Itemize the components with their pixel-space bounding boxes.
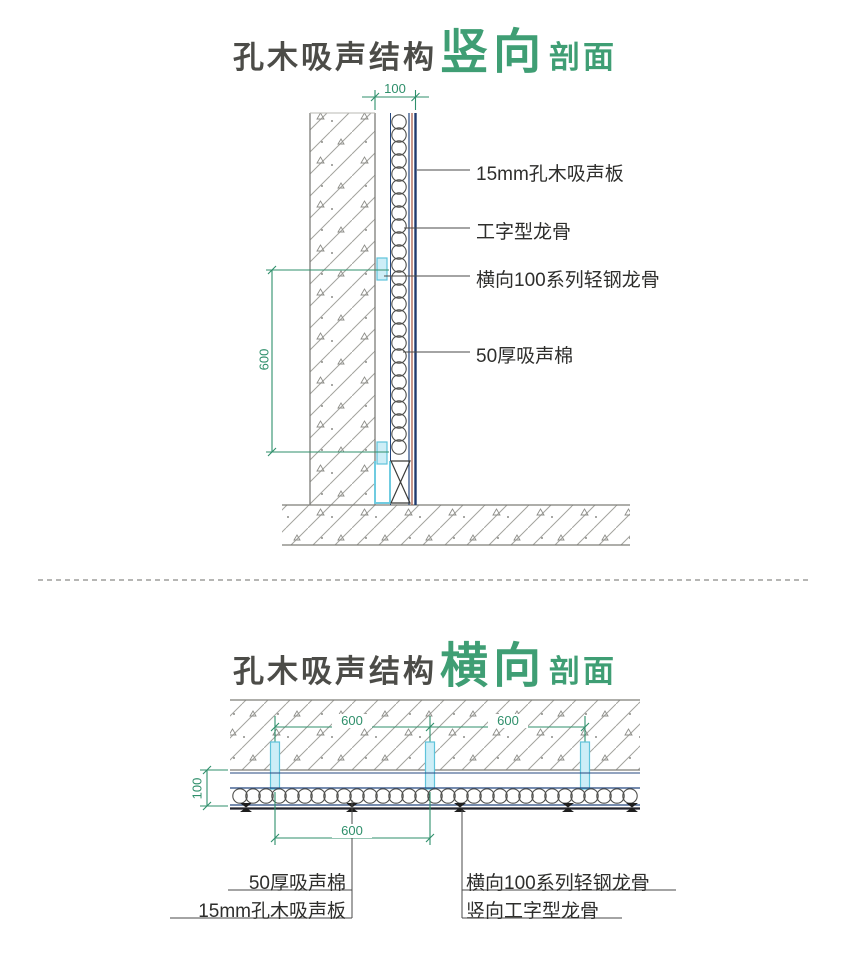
acoustic-cotton-coil-vertical [391, 114, 407, 455]
steel-keel-upper [376, 257, 388, 281]
dim-left-600 [266, 265, 389, 457]
horizontal-section-title: 孔木吸声结构 横向 剖面 [0, 626, 850, 696]
callout-leaders-horizontal [170, 800, 676, 919]
callout-acoustic-panel: 15mm孔木吸声板 [476, 164, 624, 185]
vertical-section-title: 孔木吸声结构 竖向 剖面 [0, 12, 850, 82]
title-suffix: 剖面 [549, 40, 617, 75]
dim-text-span-left-600: 600 [332, 714, 372, 728]
title-suffix: 剖面 [549, 654, 617, 689]
wall-hatch [310, 113, 375, 505]
dim-text-bottom-600: 600 [332, 824, 372, 838]
keel-middle [424, 741, 436, 790]
dim-thickness-100 [200, 765, 228, 811]
dim-text-top-100: 100 [384, 81, 406, 96]
dim-inner-spans [270, 716, 590, 744]
dim-text-span-right-600: 600 [488, 714, 528, 728]
title-prefix: 孔木吸声结构 [232, 40, 437, 75]
wall-edges [309, 113, 376, 505]
callout-cotton: 50厚吸声棉 [476, 346, 574, 367]
callout-acoustic-panel-bottom: 15mm孔木吸声板 [198, 901, 346, 922]
keel-right [579, 741, 591, 790]
acoustic-panel-layers [390, 113, 417, 505]
floor-edges [282, 504, 630, 546]
callout-ishape-keel-bottom: 竖向工字型龙骨 [466, 901, 600, 922]
dim-text-thickness-100: 100 [189, 777, 205, 800]
vertical-section-drawing [266, 90, 630, 546]
acoustic-cotton-coil-horizontal [232, 788, 638, 804]
callout-cotton-bottom: 50厚吸声棉 [248, 873, 346, 894]
fastener-marks [240, 803, 638, 812]
callout-steel-keel-bottom: 横向100系列轻钢龙骨 [466, 873, 650, 894]
dim-top-100 [362, 90, 429, 110]
base-channel [374, 461, 391, 504]
title-highlight: 竖向 [439, 26, 546, 79]
title-highlight: 横向 [439, 640, 546, 693]
callout-leaders-vertical [384, 169, 470, 353]
callout-steel-keel: 横向100系列轻钢龙骨 [476, 270, 660, 291]
floor-hatch [282, 505, 630, 545]
title-prefix: 孔木吸声结构 [232, 654, 437, 689]
horizontal-section-drawing [170, 699, 676, 919]
base-wedge [390, 460, 411, 504]
callout-ishape-keel: 工字型龙骨 [476, 222, 572, 243]
dim-text-left-600: 600 [256, 348, 272, 371]
keel-left [269, 741, 281, 790]
steel-keel-lower [376, 441, 388, 465]
